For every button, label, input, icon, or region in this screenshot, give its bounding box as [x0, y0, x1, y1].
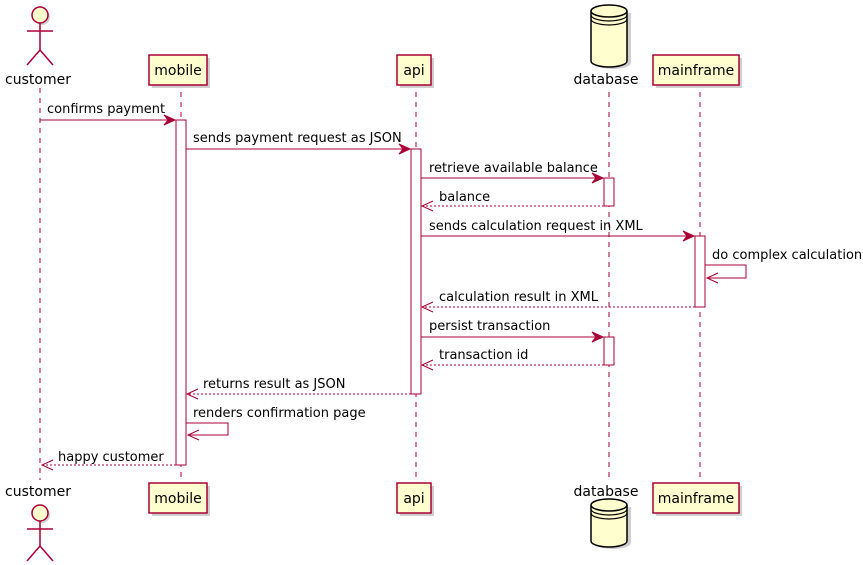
svg-text:returns result as JSON: returns result as JSON [203, 377, 345, 392]
participant-label-customer: customer [5, 72, 71, 88]
activation-mobile [175, 119, 187, 466]
participant-customer-bottom: customer [5, 484, 71, 562]
svg-text:sends calculation request in X: sends calculation request in XML [429, 219, 644, 234]
participant-database-bottom: database [574, 484, 639, 549]
participant-label-customer-bottom: customer [5, 484, 71, 500]
participant-api-top: api [396, 54, 434, 88]
participant-mobile-top: mobile [148, 54, 210, 88]
actor-icon [26, 504, 54, 562]
participant-mainframe-top: mainframe [652, 54, 742, 88]
activation-api [410, 148, 422, 395]
participant-label-mobile: mobile [154, 63, 201, 79]
svg-text:happy customer: happy customer [58, 450, 164, 465]
participant-label-mainframe-bottom: mainframe [658, 491, 735, 507]
participant-label-api-bottom: api [403, 491, 424, 507]
message-confirms-payment: confirms payment [40, 102, 177, 126]
database-icon [590, 498, 631, 549]
svg-text:renders confirmation page: renders confirmation page [193, 406, 366, 421]
participant-customer-top: customer [5, 6, 71, 88]
message-returns-result: returns result as JSON [185, 377, 411, 400]
message-persist-transaction: persist transaction [421, 319, 605, 343]
participant-label-database: database [574, 72, 639, 88]
participant-label-api: api [403, 63, 424, 79]
activation-database-1 [603, 177, 615, 207]
activation-bars [175, 119, 706, 466]
svg-text:transaction id: transaction id [439, 348, 528, 363]
message-sends-payment-request: sends payment request as JSON [186, 131, 412, 155]
svg-text:retrieve available balance: retrieve available balance [429, 161, 598, 176]
svg-text:persist transaction: persist transaction [429, 319, 550, 334]
message-do-complex-calculation: do complex calculation [705, 248, 862, 284]
participant-mainframe-bottom: mainframe [652, 482, 742, 516]
participant-database-top: database [574, 4, 639, 88]
actor-icon [26, 6, 54, 66]
messages: confirms payment sends payment request a… [40, 102, 862, 471]
message-retrieve-balance: retrieve available balance [421, 161, 605, 184]
participant-label-mobile-bottom: mobile [154, 491, 201, 507]
participant-label-mainframe: mainframe [658, 63, 735, 79]
lifelines [39, 88, 701, 480]
database-icon [590, 4, 631, 69]
activation-mainframe [694, 235, 706, 308]
message-happy-customer: happy customer [40, 450, 176, 471]
svg-text:calculation result in XML: calculation result in XML [439, 290, 599, 305]
svg-text:balance: balance [439, 190, 490, 205]
message-sends-calculation-request: sends calculation request in XML [421, 219, 696, 242]
participant-label-database-bottom: database [574, 484, 639, 500]
participant-mobile-bottom: mobile [148, 482, 210, 516]
message-balance: balance [420, 190, 604, 212]
message-transaction-id: transaction id [420, 348, 604, 371]
svg-text:sends payment request as JSON: sends payment request as JSON [193, 131, 402, 146]
message-calculation-result: calculation result in XML [420, 290, 695, 313]
activation-database-2 [603, 336, 615, 366]
svg-text:do complex calculation: do complex calculation [712, 248, 862, 263]
participant-api-bottom: api [396, 482, 434, 516]
message-renders-confirmation-page: renders confirmation page [186, 406, 366, 441]
svg-text:confirms payment: confirms payment [47, 102, 165, 117]
